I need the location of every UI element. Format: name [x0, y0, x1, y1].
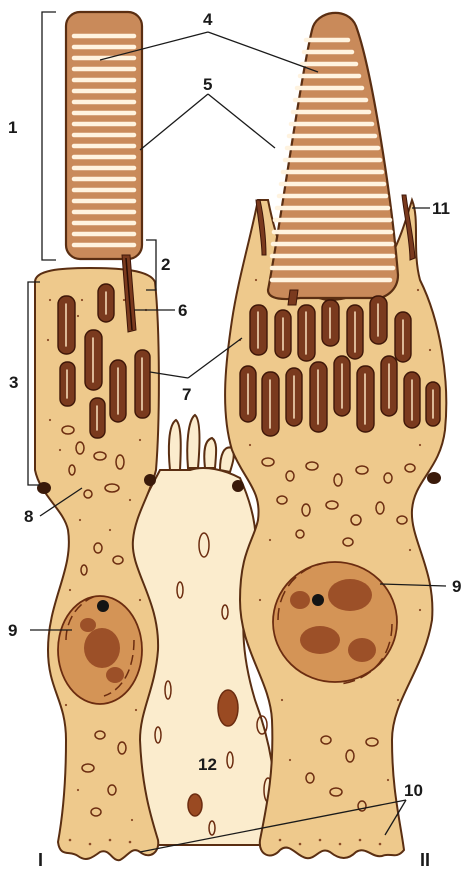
cone-discs	[272, 40, 393, 280]
label-10: 10	[404, 781, 423, 800]
label-8: 8	[24, 507, 33, 526]
label-2: 2	[161, 255, 170, 274]
label-12: 12	[198, 755, 217, 774]
label-roman-II: II	[420, 850, 430, 870]
label-4: 4	[203, 10, 213, 29]
label-1: 1	[8, 118, 17, 137]
label-7: 7	[182, 385, 191, 404]
label-6: 6	[178, 301, 187, 320]
label-5: 5	[203, 75, 212, 94]
label-roman-I: I	[38, 850, 43, 870]
label-9-right: 9	[452, 577, 461, 596]
rod-cell	[35, 12, 159, 860]
label-9-left: 9	[8, 621, 17, 640]
label-11: 11	[432, 199, 450, 218]
label-3: 3	[9, 373, 18, 392]
